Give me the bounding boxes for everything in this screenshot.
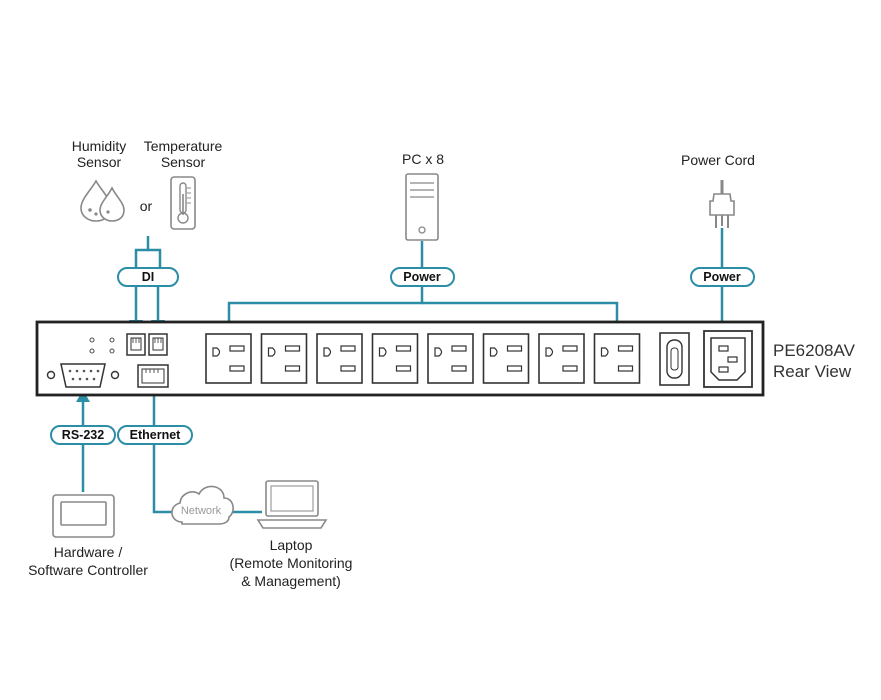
ethernet-pill: Ethernet: [117, 425, 193, 445]
outlet-6: [482, 333, 530, 384]
sensor-port-2: [148, 333, 168, 356]
power-inlet-pill-label: Power: [703, 270, 741, 284]
controller-icon: [52, 494, 115, 538]
outlet-3: [316, 333, 363, 384]
humidity-label-line2: Sensor: [77, 154, 122, 170]
outlet-1: [205, 333, 252, 384]
outlet-2: [260, 333, 308, 384]
rs232-port: [46, 363, 120, 388]
laptop-icon: [256, 480, 328, 529]
temperature-label-line1: Temperature: [144, 138, 223, 154]
di-pill-label: DI: [142, 270, 155, 284]
network-label: Network: [181, 505, 222, 517]
view-label: Rear View: [773, 362, 852, 381]
power-inlet-pill: Power: [690, 267, 755, 287]
controller-label-line1: Hardware /: [54, 544, 123, 560]
laptop-label-line3: & Management): [241, 573, 341, 589]
controller-label-line2: Software Controller: [28, 562, 148, 578]
outlet-4: [371, 333, 419, 384]
laptop-label-line1: Laptop: [270, 537, 313, 553]
pc-label: PC x 8: [402, 151, 444, 167]
status-leds: [89, 337, 115, 354]
power-switch: [659, 332, 690, 386]
pc-tower-icon: [405, 173, 439, 241]
outlet-8: [593, 333, 641, 384]
humidity-icon: [80, 179, 125, 222]
outlet-5: [427, 333, 474, 384]
rs232-pill-label: RS-232: [62, 428, 104, 442]
laptop-label-line2: (Remote Monitoring: [230, 555, 353, 571]
temperature-label-line2: Sensor: [161, 154, 206, 170]
power-outlets-pill-label: Power: [403, 270, 441, 284]
power-cord-label: Power Cord: [681, 152, 755, 168]
network-cloud-icon: Network: [171, 485, 234, 525]
humidity-label-line1: Humidity: [72, 138, 126, 154]
outlet-7: [538, 333, 585, 384]
di-pill: DI: [117, 267, 179, 287]
model-label: PE6208AV: [773, 341, 856, 360]
ethernet-port: [137, 364, 169, 388]
or-label: or: [140, 198, 153, 214]
thermometer-icon: [170, 176, 196, 230]
power-plug-icon: [709, 180, 735, 228]
power-outlets-pill: Power: [390, 267, 455, 287]
outlet-row: [205, 333, 641, 384]
rs232-pill: RS-232: [50, 425, 116, 445]
di-cable: [134, 236, 150, 270]
power-inlet: [703, 330, 753, 388]
ethernet-pill-label: Ethernet: [130, 428, 182, 442]
sensor-port-1: [126, 333, 146, 356]
